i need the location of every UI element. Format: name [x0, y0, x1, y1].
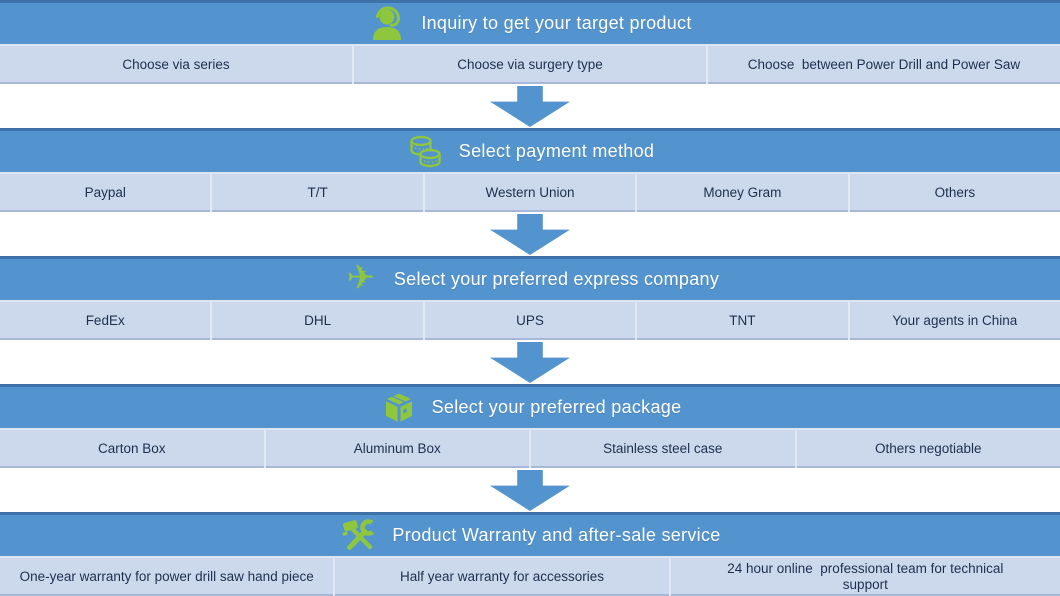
down-arrow-icon — [490, 470, 570, 511]
coins-icon — [406, 132, 446, 172]
flow-connector — [0, 468, 1060, 512]
options-row-inquiry: Choose via series Choose via surgery typ… — [0, 44, 1060, 84]
down-arrow-icon — [490, 214, 570, 255]
options-row-warranty: One-year warranty for power drill saw ha… — [0, 556, 1060, 596]
airplane-icon: ✈ — [346, 258, 376, 297]
option-cell: Your agents in China — [847, 302, 1060, 340]
tools-icon — [339, 516, 380, 556]
package-box-icon — [379, 388, 419, 428]
support-agent-icon — [368, 4, 408, 44]
option-cell: Carton Box — [97, 441, 166, 456]
option-cell: TNT — [635, 302, 847, 340]
flow-connector — [0, 212, 1060, 256]
section-header-package: Select your preferred package — [0, 384, 1060, 428]
section-title: Select your preferred package — [431, 397, 682, 417]
option-cell: 24 hour online professional team for tec… — [668, 558, 1060, 596]
option-cell: Aluminum Box — [263, 430, 530, 468]
flow-connector — [0, 84, 1060, 128]
option-cell: Choose via surgery type — [352, 46, 706, 84]
option-cell: Choose between Power Drill and Power Saw — [706, 46, 1060, 84]
option-cell: Paypal — [84, 185, 126, 200]
section-title: Product Warranty and after-sale service — [392, 525, 721, 545]
option-cell: Others negotiable — [794, 430, 1060, 468]
option-cell: Others — [847, 174, 1060, 212]
option-cell: FedEx — [85, 313, 125, 328]
option-cell: One-year warranty for power drill saw ha… — [19, 569, 314, 584]
option-cell: Choose via series — [122, 57, 230, 72]
section-title: Select payment method — [458, 141, 655, 161]
flow-connector — [0, 340, 1060, 384]
section-header-inquiry: Inquiry to get your target product — [0, 0, 1060, 44]
options-row-package: Carton Box Aluminum Box Stainless steel … — [0, 428, 1060, 468]
option-cell: Half year warranty for accessories — [333, 558, 668, 596]
option-cell: Money Gram — [635, 174, 847, 212]
option-cell: Stainless steel case — [529, 430, 795, 468]
down-arrow-icon — [490, 342, 570, 383]
section-header-express: ✈ Select your preferred express company — [0, 256, 1060, 300]
section-title: Select your preferred express company — [393, 269, 720, 289]
section-title: Inquiry to get your target product — [421, 13, 692, 33]
down-arrow-icon — [490, 86, 570, 127]
options-row-payment: Paypal T/T Western Union Money Gram Othe… — [0, 172, 1060, 212]
section-header-payment: Select payment method — [0, 128, 1060, 172]
option-cell: UPS — [422, 302, 635, 340]
options-row-express: FedEx DHL UPS TNT Your agents in China — [0, 300, 1060, 340]
option-cell: T/T — [210, 174, 422, 212]
section-header-warranty: Product Warranty and after-sale service — [0, 512, 1060, 556]
option-cell: Western Union — [422, 174, 635, 212]
option-cell: DHL — [210, 302, 422, 340]
